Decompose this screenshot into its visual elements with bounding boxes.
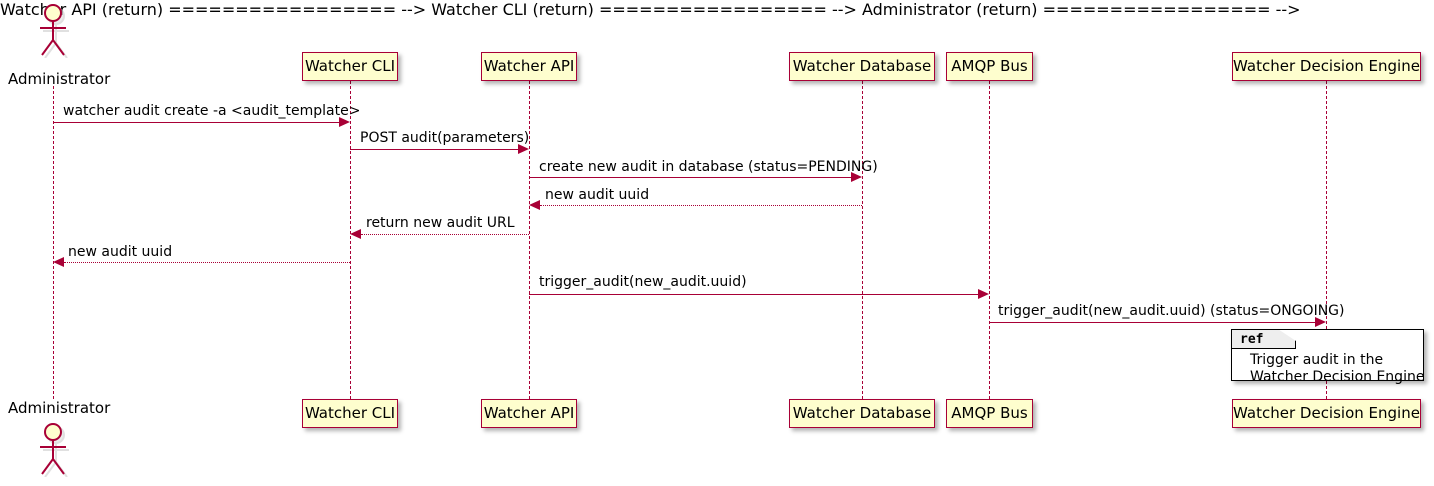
ref-fragment[interactable]: ref Trigger audit in the Watcher Decisio… (1231, 329, 1424, 385)
message-label-4: new audit uuid (545, 187, 650, 203)
message-line-3 (529, 177, 851, 178)
message-arrowhead-3 (851, 172, 862, 182)
message-arrowhead-2 (518, 144, 529, 154)
actor-figure-icon (40, 4, 69, 59)
message-arrowhead-1 (339, 117, 350, 127)
lifeline-watcher-decision-engine (1326, 81, 1327, 399)
message-arrowhead-5 (350, 229, 361, 239)
participant-box-amqp-bus-bottom[interactable]: AMQP Bus (946, 399, 1033, 428)
message-label-1: watcher audit create -a <audit_template> (63, 103, 361, 119)
lifeline-watcher-database (862, 81, 863, 399)
ref-fragment-tab: ref (1232, 330, 1296, 349)
participant-label-administrator-bottom: Administrator (8, 399, 111, 417)
message-line-7 (529, 294, 978, 295)
message-line-2 (350, 149, 518, 150)
participant-label-watcher-api: Watcher API (483, 404, 575, 422)
ref-fragment-tab-label: ref (1240, 331, 1264, 347)
ref-fragment-body-line-1: Trigger audit in the (1250, 352, 1384, 368)
participant-label-administrator-top: Administrator (8, 70, 111, 88)
message-line-1 (53, 122, 339, 123)
participant-box-watcher-api-top[interactable]: Watcher API (481, 52, 577, 81)
participant-label-watcher-api: Watcher API (483, 57, 575, 75)
lifeline-amqp-bus (989, 81, 990, 399)
participant-label-watcher-decision-engine: Watcher Decision Engine (1233, 404, 1420, 422)
participant-box-watcher-decision-engine-top[interactable]: Watcher Decision Engine (1232, 52, 1421, 81)
participant-label-amqp-bus: AMQP Bus (951, 404, 1028, 422)
message-arrowhead-6 (53, 257, 64, 267)
participant-box-watcher-database-top[interactable]: Watcher Database (789, 52, 935, 81)
lifeline-watcher-api (529, 81, 530, 399)
lifeline-administrator (53, 86, 54, 399)
ref-fragment-body-line-2: Watcher Decision Engine (1250, 369, 1425, 385)
message-label-3: create new audit in database (status=PEN… (539, 159, 878, 175)
participant-box-watcher-api-bottom[interactable]: Watcher API (481, 399, 577, 428)
message-line-8 (989, 322, 1315, 323)
participant-box-watcher-cli-top[interactable]: Watcher CLI (302, 52, 398, 81)
message-line-6 (64, 262, 350, 263)
message-label-2: POST audit(parameters) (360, 130, 530, 146)
participant-label-amqp-bus: AMQP Bus (951, 57, 1028, 75)
message-label-5: return new audit URL (366, 215, 515, 231)
participant-label-watcher-decision-engine: Watcher Decision Engine (1233, 57, 1420, 75)
message-label-7: trigger_audit(new_audit.uuid) (539, 274, 747, 290)
actor-figure-icon (40, 423, 69, 478)
message-label-6: new audit uuid (68, 244, 173, 260)
lifeline-watcher-cli (350, 81, 351, 399)
participant-box-watcher-database-bottom[interactable]: Watcher Database (789, 399, 935, 428)
participant-label-watcher-cli: Watcher CLI (304, 57, 396, 75)
participant-label-watcher-cli: Watcher CLI (304, 404, 396, 422)
participant-box-watcher-decision-engine-bottom[interactable]: Watcher Decision Engine (1232, 399, 1421, 428)
participant-box-watcher-cli-bottom[interactable]: Watcher CLI (302, 399, 398, 428)
message-arrowhead-7 (978, 289, 989, 299)
participant-label-watcher-database: Watcher Database (792, 404, 932, 422)
message-label-8: trigger_audit(new_audit.uuid) (status=ON… (998, 303, 1345, 319)
actor-administrator-top (31, 2, 75, 59)
participant-label-watcher-database: Watcher Database (792, 57, 932, 75)
message-arrowhead-8 (1315, 317, 1326, 327)
participant-box-amqp-bus-top[interactable]: AMQP Bus (946, 52, 1033, 81)
message-arrowhead-4 (529, 200, 540, 210)
actor-administrator-bottom (31, 421, 75, 478)
message-line-5 (361, 234, 529, 235)
message-line-4 (540, 205, 862, 206)
